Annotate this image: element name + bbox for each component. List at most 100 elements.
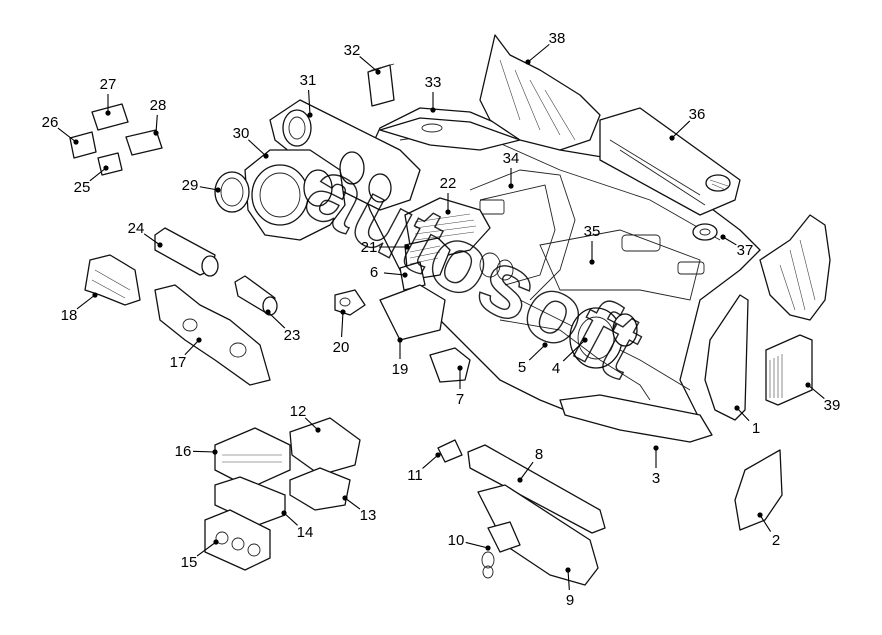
callout-anchor-dot <box>103 165 109 171</box>
callout-anchor-dot <box>157 242 163 248</box>
callout-30: 30 <box>233 125 269 159</box>
callout-label: 8 <box>535 446 543 463</box>
callout-1: 1 <box>734 405 760 437</box>
callout-layer: 1234567891011121314151617181920212223242… <box>42 30 841 609</box>
callout-anchor-dot <box>92 292 98 298</box>
callout-leader <box>247 139 267 157</box>
callout-anchor-dot <box>669 135 675 141</box>
callout-leader <box>143 233 161 246</box>
callout-label: 21 <box>361 239 378 256</box>
callout-19: 19 <box>392 337 408 378</box>
callout-label: 24 <box>128 220 145 237</box>
tray-13 <box>289 467 351 511</box>
callout-anchor-dot <box>213 539 219 545</box>
callout-leader <box>89 167 107 182</box>
callout-label: 35 <box>584 223 601 240</box>
callout-36: 36 <box>669 106 705 141</box>
callout-anchor-dot <box>805 382 811 388</box>
upper-dash-trim <box>269 99 421 211</box>
clip-37 <box>692 223 718 241</box>
callout-leader <box>567 569 570 591</box>
callout-28: 28 <box>150 97 166 136</box>
callout-anchor-dot <box>565 567 571 573</box>
callout-label: 37 <box>737 242 754 259</box>
callout-anchor-dot <box>734 405 740 411</box>
control-module-39 <box>765 334 813 406</box>
switch-28 <box>125 129 163 156</box>
callout-label: 3 <box>652 470 660 487</box>
callout-leader <box>383 272 406 276</box>
callout-16: 16 <box>175 443 218 460</box>
callout-38: 38 <box>525 30 565 65</box>
glovebox-9 <box>477 484 599 586</box>
callout-leader <box>76 294 96 310</box>
callout-label: 30 <box>233 125 250 142</box>
callout-anchor-dot <box>653 445 659 451</box>
callout-label: 11 <box>407 467 423 484</box>
duct-24 <box>154 227 219 277</box>
callout-label: 38 <box>549 30 566 47</box>
callout-leader <box>196 541 217 557</box>
callout-label: 20 <box>333 339 350 356</box>
callout-anchor-dot <box>508 183 514 189</box>
callout-29: 29 <box>182 177 221 194</box>
callout-leader <box>519 461 534 481</box>
callout-20: 20 <box>333 309 350 356</box>
callout-leader <box>562 339 586 362</box>
callout-leader <box>736 407 750 422</box>
callout-label: 31 <box>300 72 317 89</box>
callout-leader <box>759 514 772 532</box>
callout-label: 33 <box>425 74 442 91</box>
callout-leader <box>267 311 286 329</box>
knee-panel-17 <box>154 284 271 386</box>
callout-anchor-dot <box>485 545 491 551</box>
callout-anchor-dot <box>153 130 159 136</box>
callout-anchor-dot <box>375 69 381 75</box>
callout-label: 15 <box>181 554 198 571</box>
callout-leader <box>807 384 825 400</box>
callout-leader <box>671 120 691 139</box>
callout-leader <box>465 541 489 549</box>
glovebox-lock-10 <box>481 521 521 579</box>
callout-leader <box>527 43 550 63</box>
callout-5: 5 <box>518 342 548 376</box>
callout-label: 23 <box>284 327 301 344</box>
callout-label: 12 <box>290 403 307 420</box>
callout-anchor-dot <box>307 112 313 118</box>
switch-20 <box>334 289 366 316</box>
callout-37: 37 <box>720 234 753 259</box>
callout-leader <box>304 417 319 431</box>
switch-26 <box>69 131 97 159</box>
switch-27 <box>91 103 129 131</box>
callout-label: 27 <box>100 76 117 93</box>
callout-label: 16 <box>175 443 192 460</box>
callout-24: 24 <box>128 220 163 248</box>
callout-25: 25 <box>74 165 109 196</box>
small-box-32 <box>367 63 395 107</box>
callout-2: 2 <box>757 512 780 549</box>
ecu-12 <box>289 417 361 476</box>
callout-15: 15 <box>181 539 219 571</box>
callout-27: 27 <box>100 76 117 116</box>
center-vents <box>399 197 491 291</box>
callout-anchor-dot <box>402 272 408 278</box>
callout-leader <box>192 450 216 453</box>
callout-anchor-dot <box>397 337 403 343</box>
callout-label: 32 <box>344 42 361 59</box>
callout-3: 3 <box>652 445 660 487</box>
callout-leader <box>155 114 158 134</box>
callout-label: 36 <box>689 106 706 123</box>
callout-label: 7 <box>456 391 464 408</box>
callout-leader <box>341 311 344 338</box>
callout-9: 9 <box>565 567 574 609</box>
switch-block-7 <box>429 347 471 383</box>
callout-leader <box>199 186 219 191</box>
callout-34: 34 <box>503 150 519 189</box>
callout-17: 17 <box>170 337 202 371</box>
callout-11: 11 <box>407 452 441 484</box>
callout-label: 14 <box>297 524 314 541</box>
callout-anchor-dot <box>73 139 79 145</box>
callout-leader <box>359 56 379 73</box>
callout-label: 13 <box>360 507 377 524</box>
